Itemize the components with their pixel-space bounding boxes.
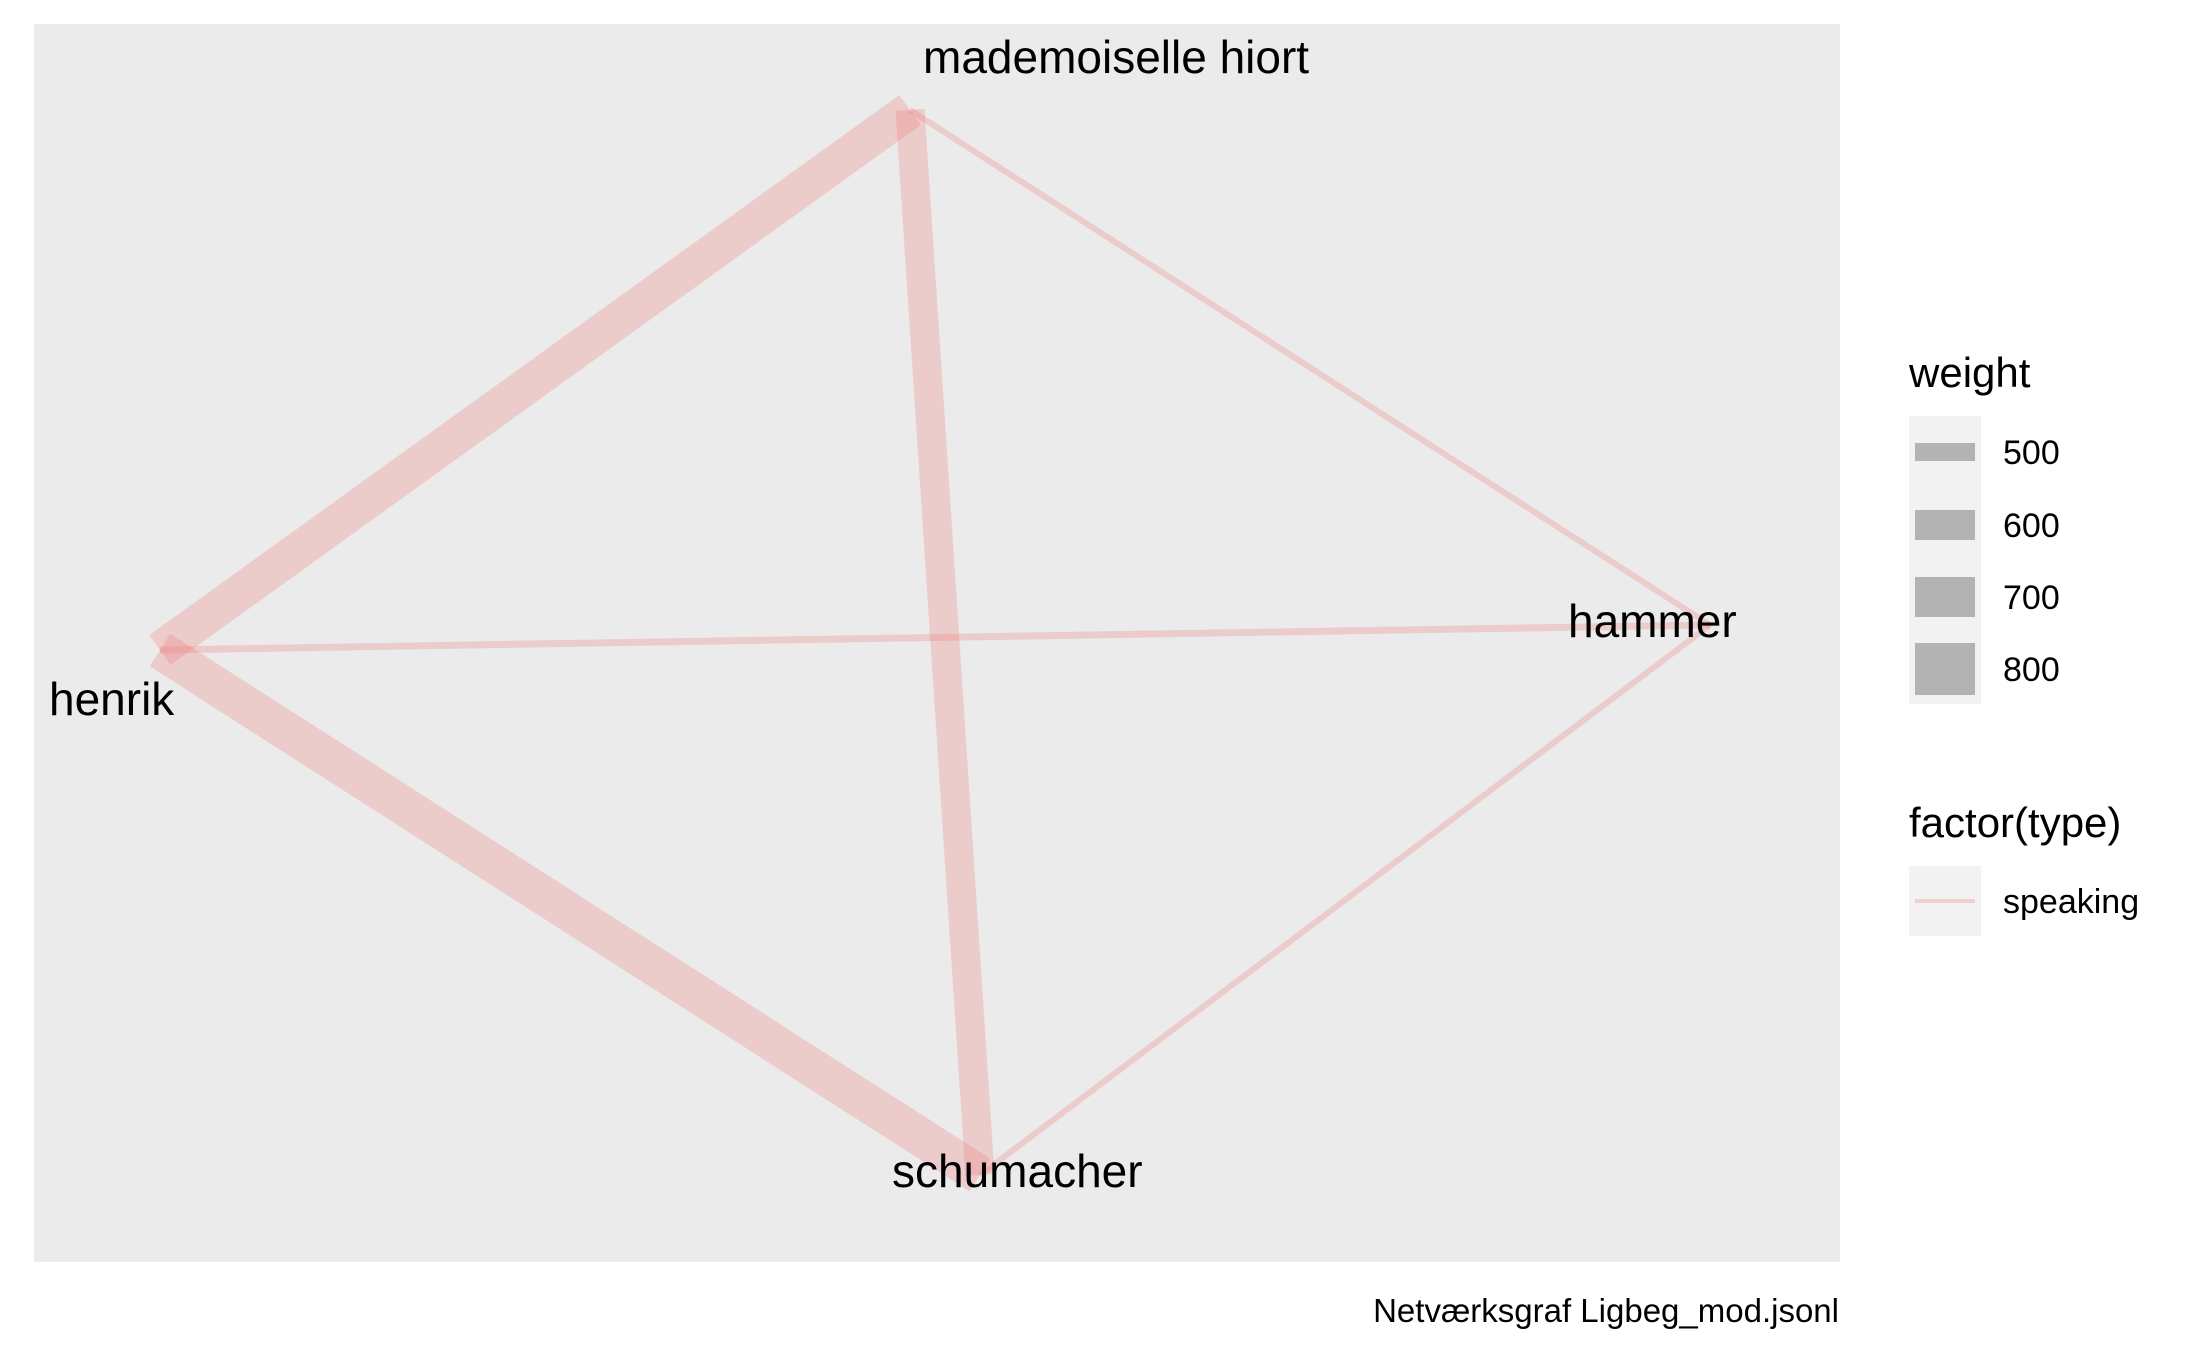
node-label-henrik: henrik bbox=[49, 673, 175, 725]
edges-layer bbox=[149, 95, 1712, 1192]
edge-henrik-hammer bbox=[159, 621, 1711, 654]
edge-mademoiselle-hiort-hammer bbox=[908, 107, 1712, 628]
legend-weight-key-700 bbox=[1915, 577, 1975, 617]
node-label-mademoiselle-hiort: mademoiselle hiort bbox=[923, 31, 1309, 83]
edge-hammer-schumacher bbox=[978, 622, 1712, 1178]
plot-panel bbox=[34, 24, 1840, 1262]
edge-henrik-schumacher bbox=[149, 633, 991, 1192]
legend-weight-key-500 bbox=[1915, 443, 1975, 461]
legend-weight-label-600: 600 bbox=[2003, 507, 2060, 545]
caption: Netværksgraf Ligbeg_mod.jsonl bbox=[1373, 1292, 1839, 1329]
legend-weight-key-800 bbox=[1915, 643, 1975, 695]
legend-type-label-speaking: speaking bbox=[2003, 883, 2139, 921]
legend-weight-label-500: 500 bbox=[2003, 434, 2060, 472]
legend-weight-key-600 bbox=[1915, 510, 1975, 540]
legend-type-key-background bbox=[1909, 866, 1981, 936]
node-label-hammer: hammer bbox=[1568, 595, 1737, 647]
legend-weight-title: weight bbox=[1908, 349, 2031, 396]
legend-type-title: factor(type) bbox=[1909, 799, 2121, 846]
edge-henrik-mademoiselle-hiort bbox=[149, 95, 921, 665]
legend-type: factor(type) speaking bbox=[1909, 799, 2139, 936]
edge-mademoiselle-hiort-schumacher bbox=[895, 109, 995, 1176]
legend-weight-label-800: 800 bbox=[2003, 651, 2060, 689]
legend-weight-label-700: 700 bbox=[2003, 579, 2060, 617]
node-label-schumacher: schumacher bbox=[892, 1145, 1143, 1197]
legend-weight: weight 500 600 700 800 bbox=[1908, 349, 2060, 704]
